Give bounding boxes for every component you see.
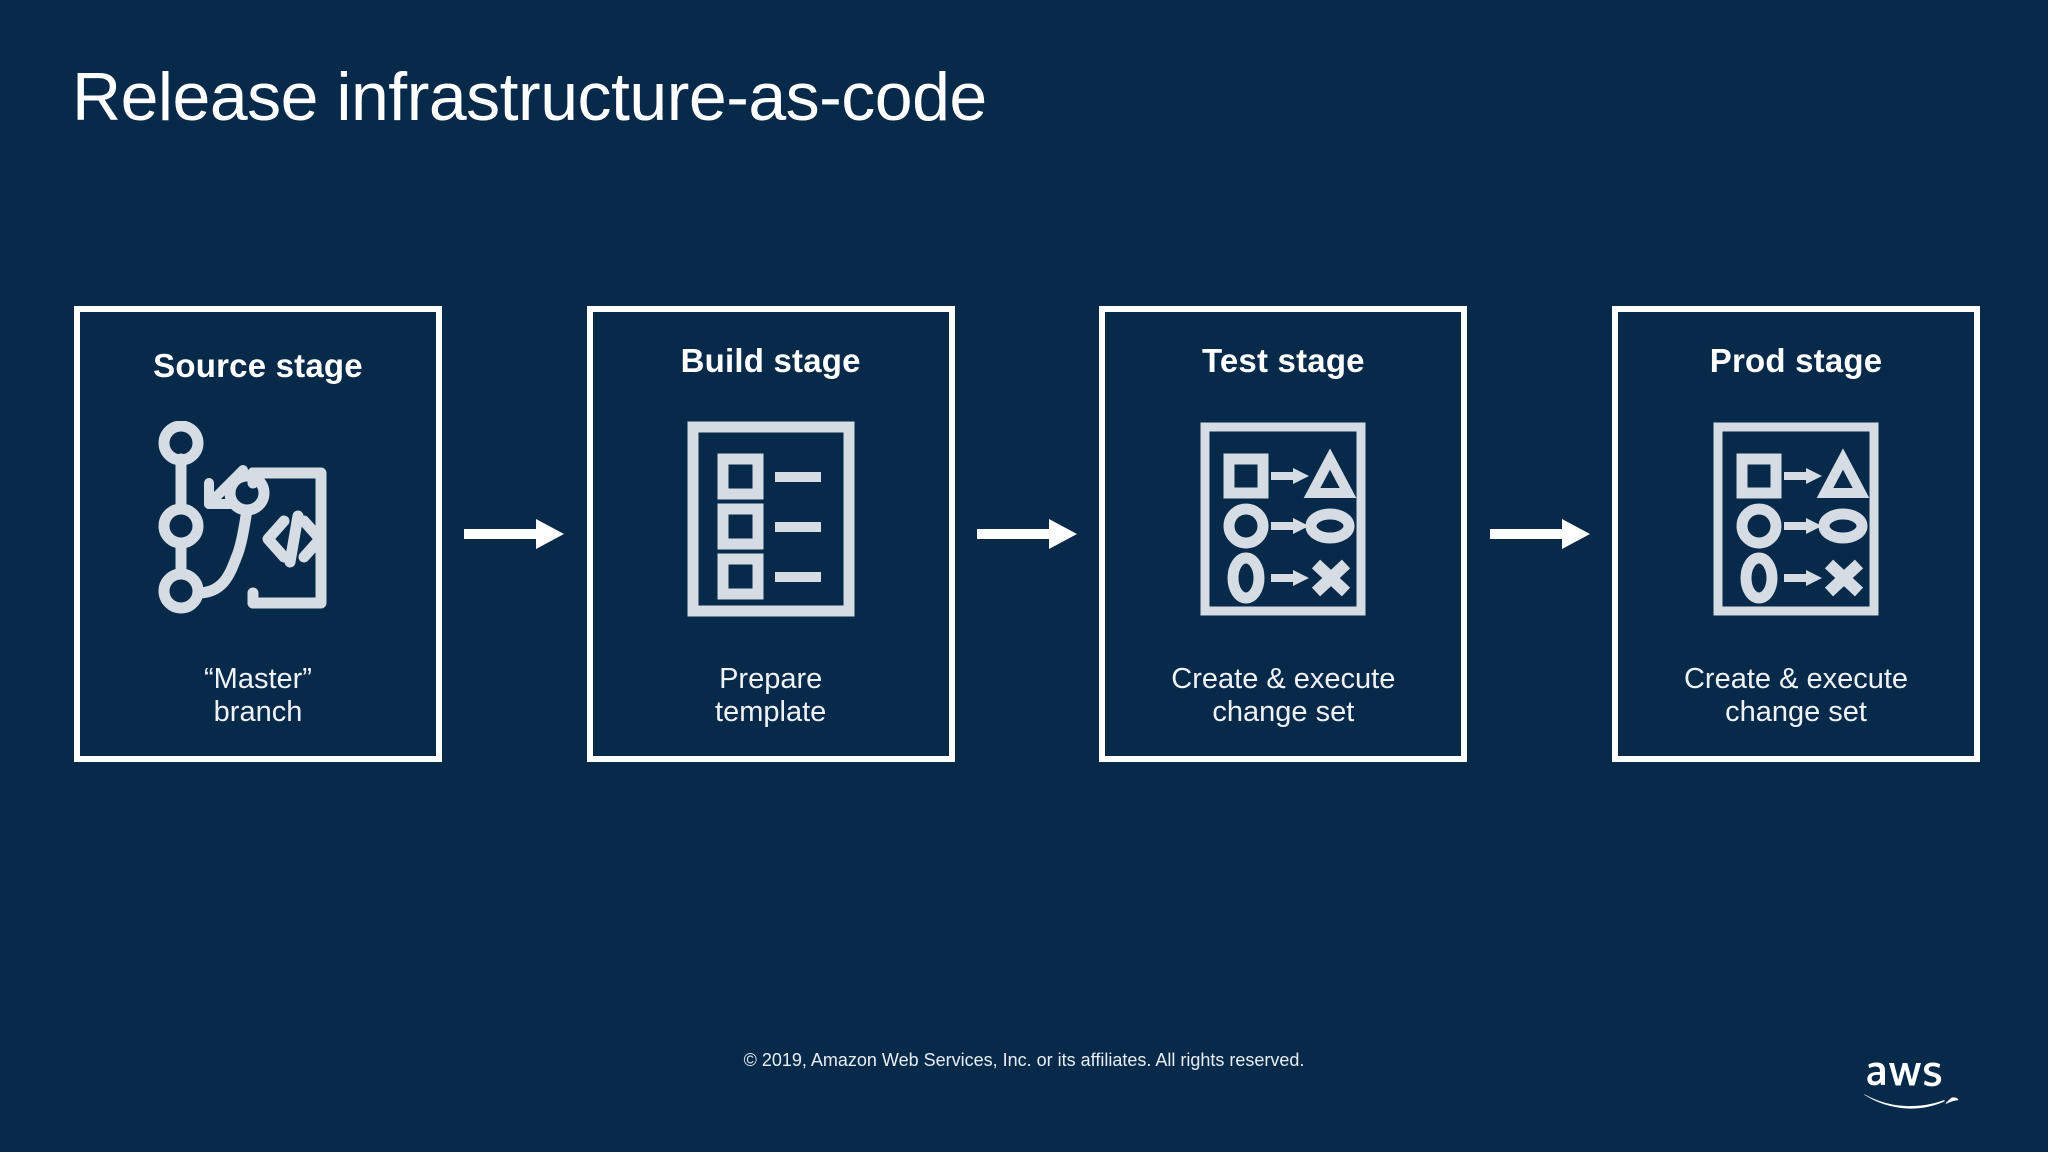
connector-build-to-test: [955, 306, 1100, 762]
arrow-right-icon: [977, 517, 1077, 551]
stage-icon-build: [593, 380, 949, 663]
stage-caption-source: “Master” branch: [204, 662, 312, 729]
stage-caption-test: Create & execute change set: [1171, 662, 1396, 729]
stage-title-prod: Prod stage: [1709, 342, 1883, 379]
aws-logo: [1858, 1032, 1986, 1116]
stage-caption-build: Prepare template: [715, 662, 827, 729]
stage-title-test: Test stage: [1201, 342, 1365, 379]
stage-title-build: Build stage: [680, 342, 861, 379]
connector-test-to-prod: [1467, 306, 1612, 762]
change-set-icon: [1712, 421, 1880, 622]
stage-card-source[interactable]: Source stage: [74, 306, 442, 762]
arrow-right-icon: [1489, 517, 1590, 551]
pipeline-diagram: Source stage: [74, 306, 1981, 766]
change-set-icon: [1199, 421, 1367, 622]
stage-card-prod[interactable]: Prod stage: [1612, 306, 1981, 762]
stage-icon-prod: [1618, 380, 1974, 663]
stage-title-source: Source stage: [153, 347, 363, 384]
arrow-right-icon: [464, 517, 565, 551]
footer-copyright: © 2019, Amazon Web Services, Inc. or its…: [743, 1050, 1305, 1070]
stage-card-build[interactable]: Build stage Prepare template: [586, 306, 955, 762]
stage-caption-prod: Create & execute change set: [1683, 662, 1909, 729]
stage-icon-source: [80, 385, 436, 663]
page-title: Release infrastructure-as-code: [72, 59, 987, 135]
template-checklist-icon: [687, 421, 855, 622]
stage-card-test[interactable]: Test stage: [1099, 306, 1468, 762]
stage-icon-test: [1105, 380, 1461, 663]
git-branch-code-icon: [141, 420, 375, 626]
connector-source-to-build: [442, 306, 587, 762]
